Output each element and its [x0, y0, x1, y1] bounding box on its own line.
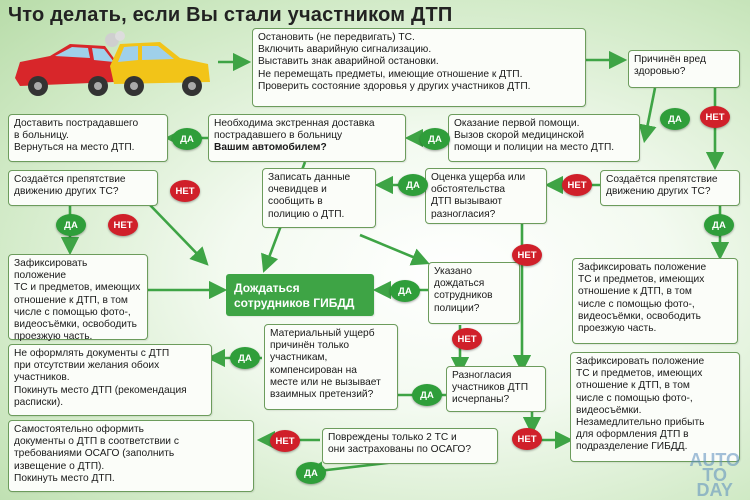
no-badge: НЕТ: [512, 428, 542, 450]
disagreements-question: Разногласия участников ДТП исчерпаны?: [446, 366, 546, 412]
yes-badge: ДА: [412, 384, 442, 406]
two-vehicles-question: Повреждены только 2 ТС и они застрахован…: [322, 428, 498, 464]
first-aid-box: Оказание первой помощи. Вызов скорой мед…: [448, 114, 640, 162]
watermark-logo: AUTO TO DAY: [689, 450, 740, 500]
health-harm-question: Причинён вред здоровью?: [628, 50, 740, 88]
no-badge: НЕТ: [270, 430, 300, 452]
record-position-box-left: Зафиксировать положение ТС и предметов, …: [8, 254, 148, 342]
record-position-box-right: Зафиксировать положение ТС и предметов, …: [572, 258, 738, 344]
first-aid-text: Оказание первой помощи. Вызов скорой мед…: [454, 118, 615, 154]
emergency-delivery-question: Необходима экстренная доставка пострадав…: [208, 114, 406, 162]
no-badge: НЕТ: [170, 180, 200, 202]
wait-for-police-box: Дождаться сотрудников ГИБДД: [226, 274, 374, 316]
no-badge: НЕТ: [562, 174, 592, 196]
page-title: Что делать, если Вы стали участником ДТП: [8, 4, 453, 26]
yes-badge: ДА: [390, 280, 420, 302]
self-registration-box: Самостоятельно оформить документы о ДТП …: [8, 420, 254, 492]
yes-badge: ДА: [704, 214, 734, 236]
no-documents-box: Не оформлять документы с ДТП при отсутст…: [8, 344, 212, 416]
police-instructed-question: Указано дождаться сотрудников полиции?: [428, 262, 520, 324]
no-badge: НЕТ: [512, 244, 542, 266]
obstacle-question-right: Создаётся препятствие движению других ТС…: [600, 170, 740, 206]
no-badge: НЕТ: [108, 214, 138, 236]
car-crash-illustration: [15, 31, 210, 96]
deliver-to-hospital-box: Доставить пострадавшего в больницу. Верн…: [8, 114, 168, 162]
emergency-delivery-bold: Вашим автомобилем?: [214, 142, 327, 154]
yes-badge: ДА: [660, 108, 690, 130]
damage-assessment-question: Оценка ущерба или обстоятельства ДТП выз…: [425, 168, 547, 224]
yes-badge: ДА: [296, 462, 326, 484]
yes-badge: ДА: [172, 128, 202, 150]
no-badge: НЕТ: [700, 106, 730, 128]
yes-badge: ДА: [420, 128, 450, 150]
record-and-go-to-police-box: Зафиксировать положение ТС и предметов, …: [570, 352, 740, 462]
emergency-delivery-text: Необходима экстренная доставка пострадав…: [214, 118, 375, 142]
yes-badge: ДА: [56, 214, 86, 236]
stop-vehicle-box: Остановить (не передвигать) ТС. Включить…: [252, 28, 586, 107]
witnesses-box: Записать данные очевидцев и сообщить в п…: [262, 168, 376, 228]
yes-badge: ДА: [230, 347, 260, 369]
yes-badge: ДА: [398, 174, 428, 196]
obstacle-question-left: Создаётся препятствие движению других ТС…: [8, 170, 158, 206]
no-badge: НЕТ: [452, 328, 482, 350]
material-damage-question: Материальный ущерб причинён только участ…: [264, 324, 398, 410]
